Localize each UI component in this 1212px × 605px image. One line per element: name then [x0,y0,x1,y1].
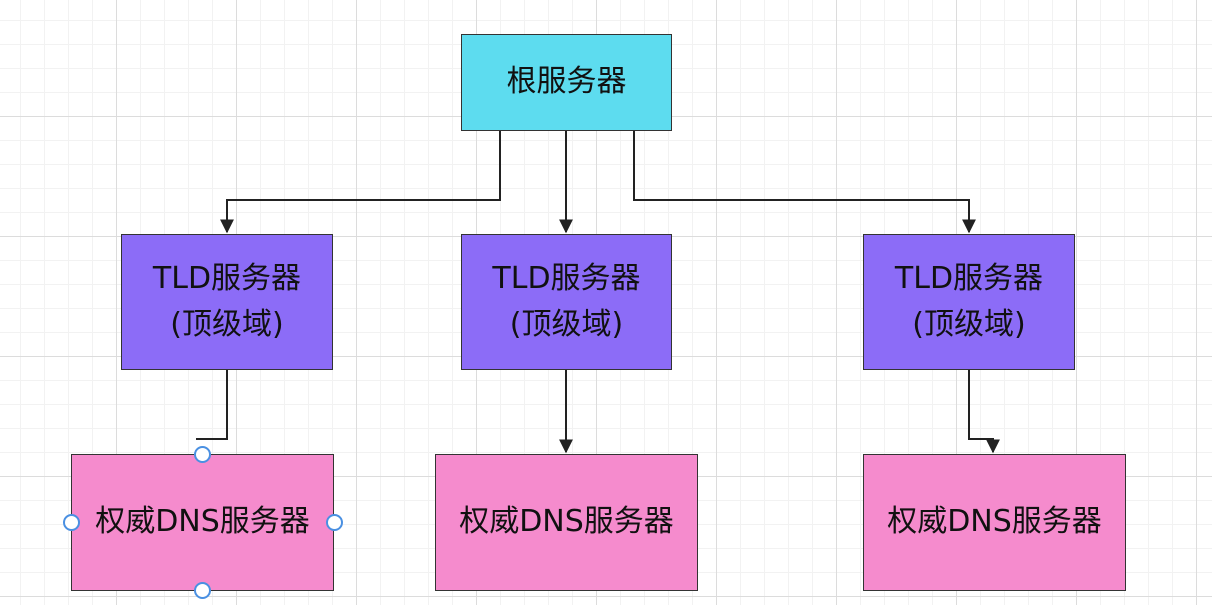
root-server-node[interactable]: 根服务器 [461,34,672,131]
authoritative-dns-node-2[interactable]: 权威DNS服务器 [435,454,698,591]
resize-handle-right[interactable] [326,514,343,531]
root-server-label: 根服务器 [506,64,627,100]
authoritative-dns-label: 权威DNS服务器 [459,504,674,540]
tld-server-node-3[interactable]: TLD服务器 (顶级域) [863,234,1075,370]
edge-root-to-tld-1[interactable] [220,131,501,234]
tld-server-node-1[interactable]: TLD服务器 (顶级域) [121,234,333,370]
authoritative-dns-label: 权威DNS服务器 [887,504,1102,540]
resize-handle-left[interactable] [63,514,80,531]
resize-handle-top[interactable] [194,446,211,463]
tld-server-sublabel: (顶级域) [509,307,624,342]
resize-handle-bottom[interactable] [194,582,211,599]
authoritative-dns-node-1[interactable]: 权威DNS服务器 [71,454,334,591]
edge-root-to-tld-3[interactable] [633,131,976,234]
tld-server-label: TLD服务器 [894,260,1044,296]
tld-server-sublabel: (顶级域) [912,307,1026,342]
authoritative-dns-node-3[interactable]: 权威DNS服务器 [863,454,1126,591]
tld-server-node-2[interactable]: TLD服务器 (顶级域) [461,234,672,370]
edge-tld-1-to-auth-1[interactable] [196,370,228,440]
edge-tld-3-to-auth-3[interactable] [968,370,1000,454]
authoritative-dns-label: 权威DNS服务器 [95,504,310,540]
tld-server-label: TLD服务器 [492,260,641,296]
tld-server-sublabel: (顶级域) [170,307,284,342]
tld-server-label: TLD服务器 [152,260,302,296]
